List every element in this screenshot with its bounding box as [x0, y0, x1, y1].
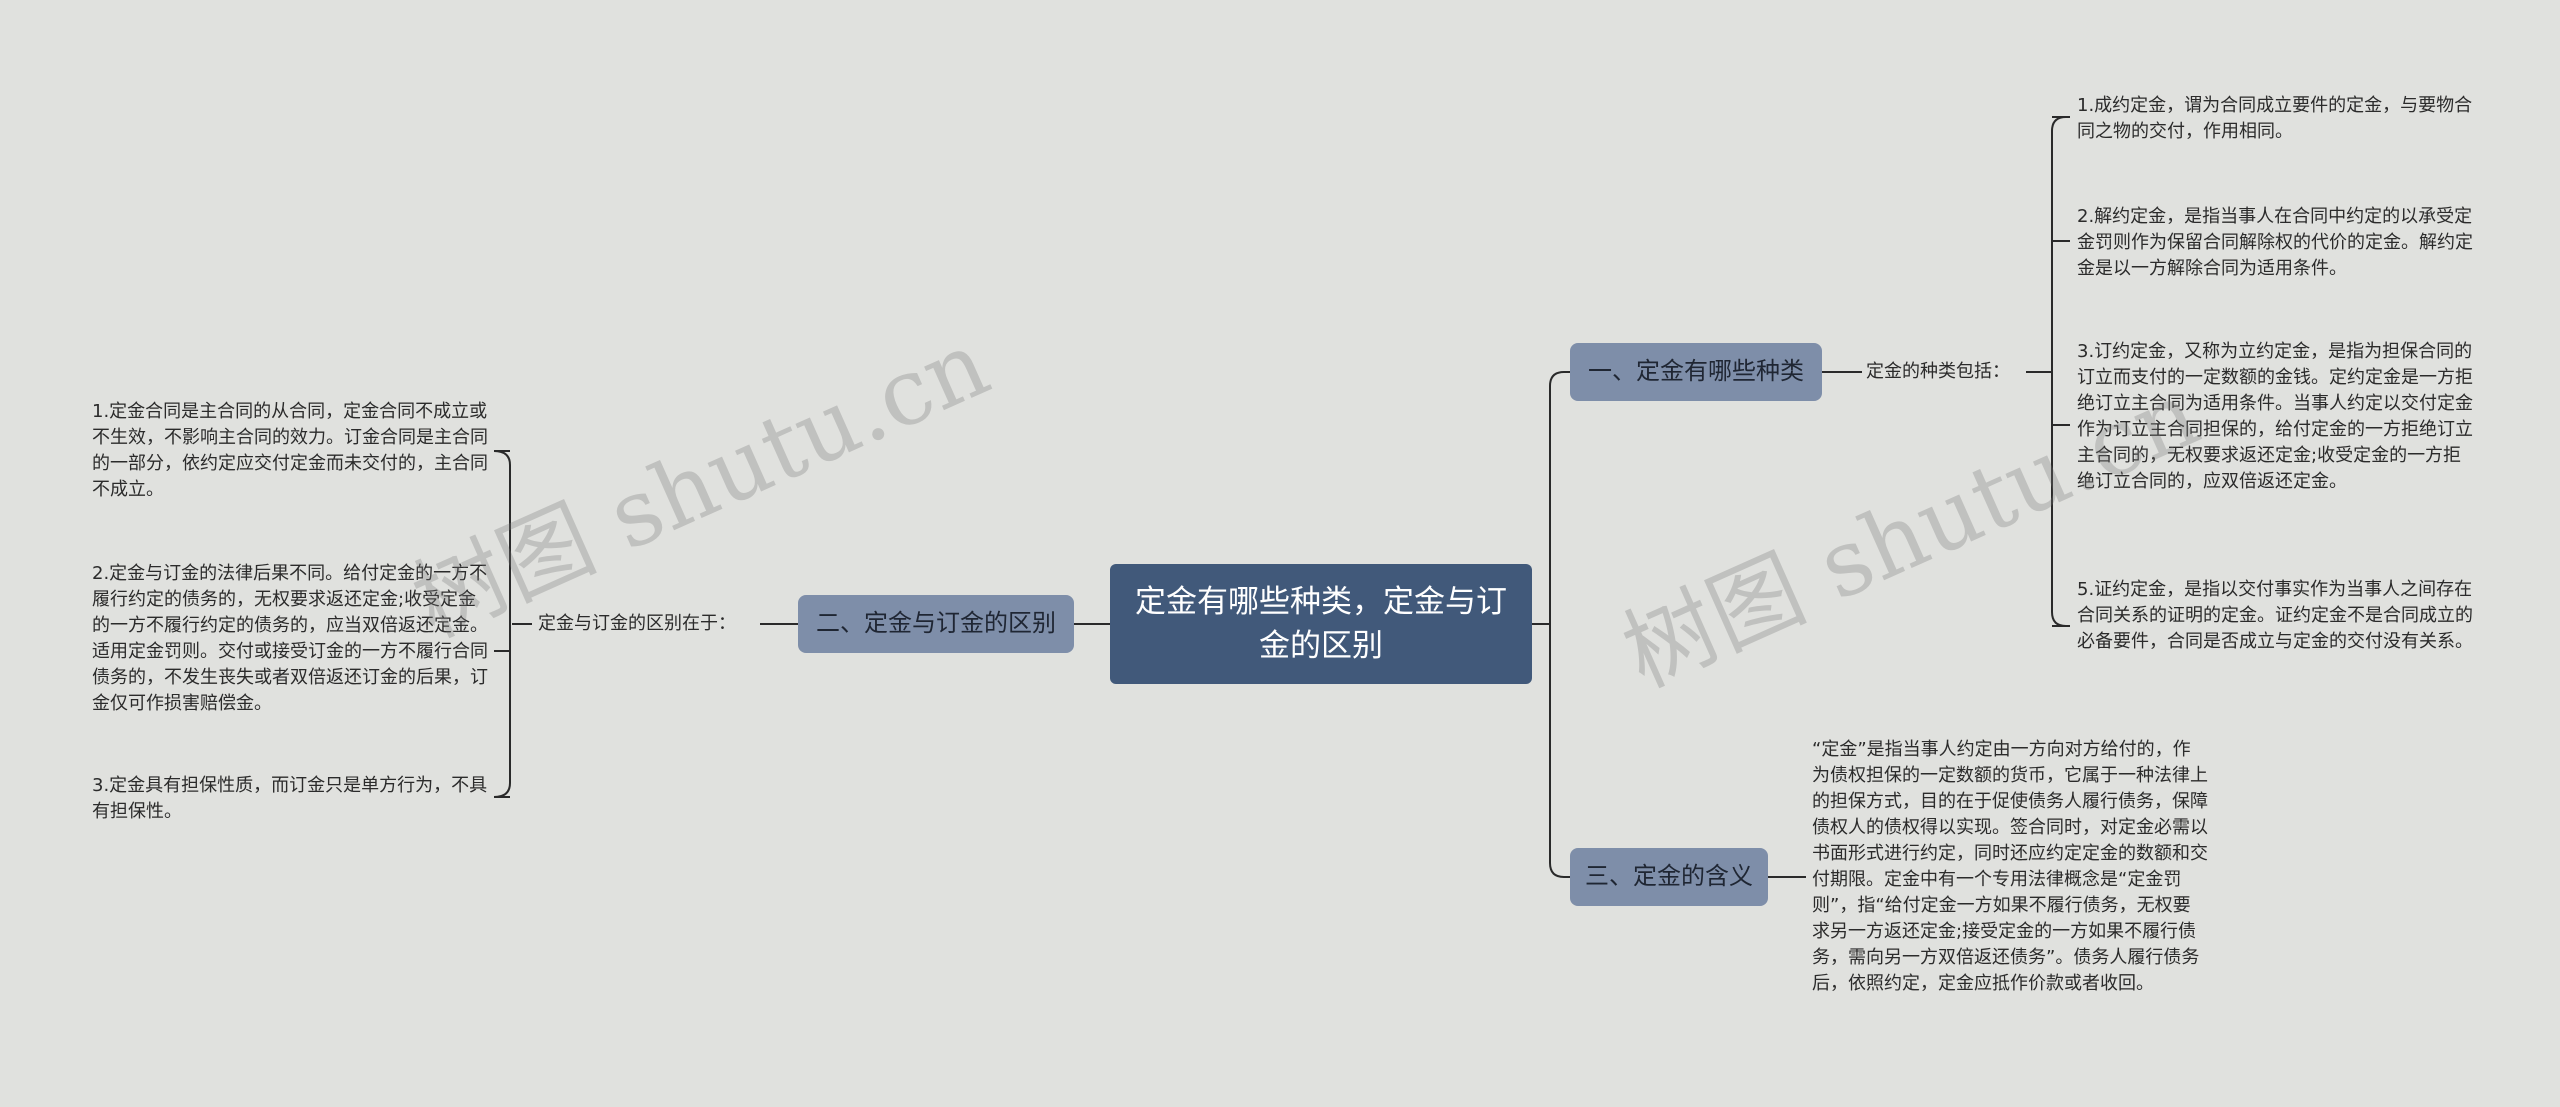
- sub-node-difference-lies[interactable]: 定金与订金的区别在于：: [538, 613, 736, 634]
- branch-types-of-deposit[interactable]: 一、定金有哪些种类: [1570, 343, 1822, 401]
- branch-label: 二、定金与订金的区别: [816, 609, 1056, 637]
- sub-node-types-include[interactable]: 定金的种类包括：: [1866, 361, 2010, 382]
- bracket-right: [2051, 116, 2067, 627]
- leaf-node[interactable]: “定金”是指当事人约定由一方向对方给付的，作为债权担保的一定数额的货币，它属于一…: [1812, 739, 2208, 994]
- leaf-node[interactable]: 1.成约定金，谓为合同成立要件的定金，与要物合同之物的交付，作用相同。: [2077, 95, 2473, 142]
- leaf-node[interactable]: 5.证约定金，是指以交付事实作为当事人之间存在合同关系的证明的定金。证约定金不是…: [2077, 579, 2473, 652]
- leaf-node[interactable]: 2.定金与订金的法律后果不同。给付定金的一方不履行约定的债务的，无权要求返还定金…: [92, 563, 488, 714]
- root-node[interactable]: 定金有哪些种类，定金与订金的区别: [1110, 564, 1532, 684]
- connector-to-branch-1: [1549, 371, 1570, 624]
- bracket-left: [493, 450, 511, 798]
- root-title: 定金有哪些种类，定金与订金的区别: [1135, 584, 1507, 664]
- branch-label: 一、定金有哪些种类: [1588, 357, 1804, 385]
- leaf-node[interactable]: 2.解约定金，是指当事人在合同中约定的以承受定金罚则作为保留合同解除权的代价的定…: [2077, 206, 2473, 279]
- leaf-node[interactable]: 3.定金具有担保性质，而订金只是单方行为，不具有担保性。: [92, 775, 488, 822]
- leaf-node[interactable]: 3.订约定金，又称为立约定金，是指为担保合同的订立而支付的一定数额的金钱。定约定…: [2077, 341, 2473, 492]
- branch-deposit-meaning[interactable]: 三、定金的含义: [1570, 848, 1768, 906]
- branch-deposit-vs-downpayment[interactable]: 二、定金与订金的区别: [798, 595, 1074, 653]
- branch-label: 三、定金的含义: [1585, 862, 1753, 890]
- leaf-node[interactable]: 1.定金合同是主合同的从合同，定金合同不成立或不生效，不影响主合同的效力。订金合…: [92, 401, 488, 500]
- connector-to-branch-3: [1549, 624, 1570, 878]
